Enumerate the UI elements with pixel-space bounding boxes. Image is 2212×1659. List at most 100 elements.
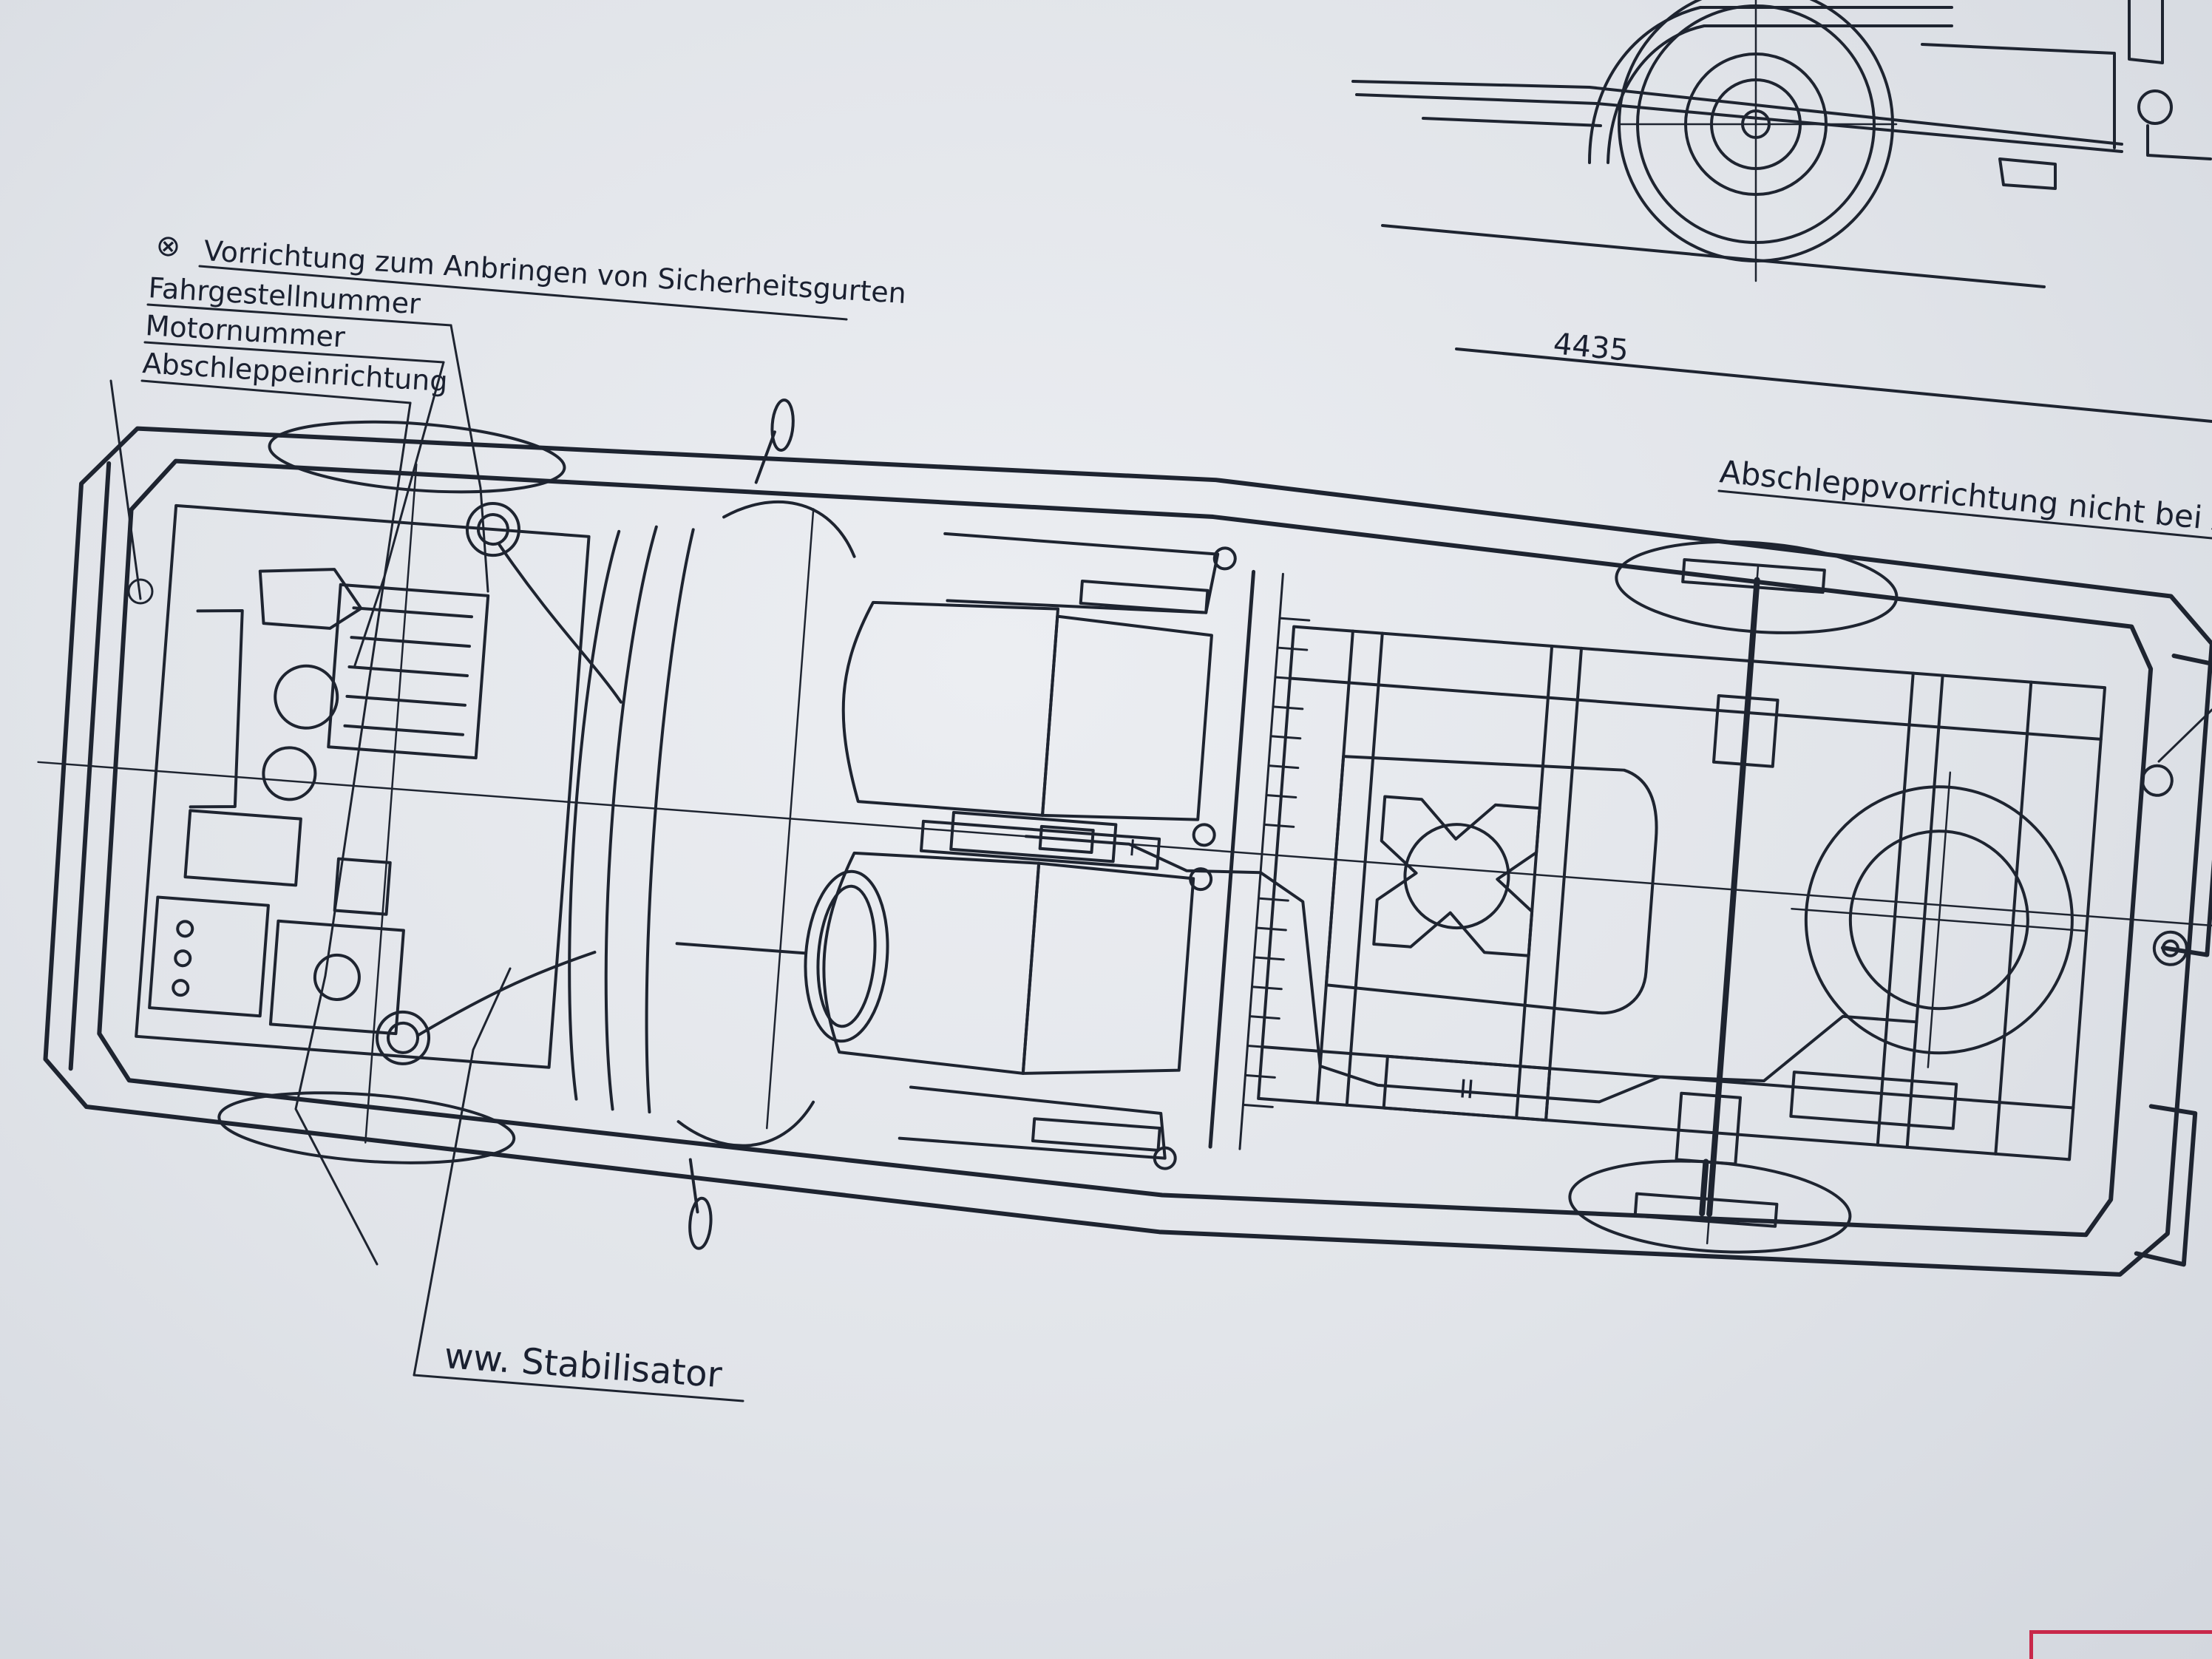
windshield-frame-right xyxy=(676,1100,815,1147)
stabilizer-bar-left xyxy=(498,543,622,704)
rear-left-spring xyxy=(1681,558,1826,594)
right-door-handle xyxy=(1031,1117,1161,1152)
frame-cross-2 xyxy=(1345,631,1384,1107)
callout-leaders xyxy=(109,265,848,1266)
tow-note-label: Abschleppvorrichtung nicht bei A xyxy=(1718,453,2212,539)
dimension-line xyxy=(1455,347,2212,423)
fuel-tank-sender xyxy=(1403,823,1510,930)
stabilizer-underline xyxy=(413,1374,744,1402)
rear-floor-outline xyxy=(1257,625,2107,1161)
windshield-frame-left xyxy=(722,500,856,558)
towing-device-leader-2 xyxy=(294,401,412,1266)
dashboard xyxy=(568,398,856,1250)
fuel-tank xyxy=(1324,755,1658,1015)
left-mirror xyxy=(770,398,795,452)
exhaust-pipe xyxy=(1024,835,1918,1104)
body-inner xyxy=(97,458,2154,1238)
engine-number-leader xyxy=(353,361,445,667)
muffler-mark-2: II xyxy=(1458,1074,1475,1105)
seatbelt-anchor-center-1 xyxy=(1192,823,1216,847)
side-view-exhaust xyxy=(1998,157,2057,190)
engine-fin-5 xyxy=(343,724,465,736)
rear-muffler xyxy=(1382,1054,1552,1122)
rear-bumper-lower xyxy=(2134,1104,2198,1267)
b-pillar-line xyxy=(1208,569,1256,1149)
right-door-panel xyxy=(898,1085,1167,1160)
battery-cell-1 xyxy=(176,920,194,938)
left-mirror-stalk xyxy=(754,430,776,484)
towing-device-underline xyxy=(140,379,412,404)
stabilizer-bar-right xyxy=(416,950,597,1037)
rear-chassis xyxy=(949,577,2188,1218)
steering-column xyxy=(675,942,808,955)
front-muffler-core xyxy=(1038,824,1095,854)
battery xyxy=(148,895,270,1018)
side-view-rear-panel xyxy=(1921,43,2116,149)
front-bumper xyxy=(68,461,112,1071)
frame-cross-4 xyxy=(1544,646,1584,1122)
steering-wheel-inner xyxy=(816,884,877,1028)
plan-view: I II xyxy=(37,398,2212,1277)
frame-cross-7 xyxy=(1994,680,2033,1156)
rear-axle-tube xyxy=(1706,577,1760,1218)
rear-seat-edge xyxy=(1238,572,1284,1150)
fuse-box-cap xyxy=(313,953,361,1001)
side-view-ground-line xyxy=(1381,224,2046,288)
side-view-body-line xyxy=(1351,80,2123,146)
corner-stamp xyxy=(2029,1630,2212,1659)
radiator-hose xyxy=(189,608,244,809)
rear-silencer xyxy=(1789,1071,1958,1130)
side-view-bumper xyxy=(2128,0,2164,64)
engine-block xyxy=(327,583,490,760)
left-door-handle xyxy=(1079,580,1210,614)
fuel-tank-ribs xyxy=(1372,795,1541,957)
gearbox xyxy=(183,809,302,887)
side-view-sill xyxy=(1422,117,1602,127)
seatbelt-anchor-left xyxy=(1212,546,1237,571)
engine-number-underline xyxy=(143,341,445,364)
seatbelt-anchor-right xyxy=(1153,1146,1177,1170)
front-tow-bolt xyxy=(127,578,154,605)
stabilizer-leader xyxy=(413,967,512,1377)
left-door-panel xyxy=(943,532,1220,614)
air-filter xyxy=(258,568,363,630)
side-view xyxy=(1351,0,2212,423)
right-mirror xyxy=(688,1196,713,1250)
dashboard-inner xyxy=(645,528,695,1114)
engine-filter xyxy=(262,746,317,801)
rear-axle-lower-stub xyxy=(1699,1158,1709,1217)
front-axle-axis xyxy=(364,463,418,1144)
engine-fin-1 xyxy=(352,606,473,619)
wheel-arches xyxy=(217,420,1899,1254)
rear-tow-bolt xyxy=(2140,764,2174,797)
left-seat-cushion xyxy=(841,600,1060,817)
rear-tow-eye xyxy=(2152,930,2188,966)
engine-fin-2 xyxy=(350,636,471,648)
mid-axis xyxy=(765,508,815,1130)
firewall xyxy=(568,529,621,1101)
rear-axle-mount-upper xyxy=(1711,693,1780,768)
stabilizer-label: ww. Stabilisator xyxy=(443,1335,723,1396)
rear-right-spring xyxy=(1633,1192,1779,1228)
front-left-strut xyxy=(465,502,520,557)
side-view-arch-inner xyxy=(1607,24,1953,164)
chassis-number-leader xyxy=(449,324,489,593)
interior xyxy=(675,532,1284,1170)
dashboard-edge xyxy=(604,525,658,1111)
fuse-box xyxy=(268,919,405,1036)
frame-cross-3 xyxy=(1515,644,1554,1120)
seatbelt-underline xyxy=(198,265,848,321)
body-outline xyxy=(43,426,2212,1277)
left-seat-back xyxy=(1041,614,1213,821)
rear-tow-eye-inner xyxy=(2161,939,2179,957)
spare-wheel-axis-v xyxy=(1927,771,1952,1068)
side-view-bracket xyxy=(2146,124,2212,160)
callout-labels: ⊗ Vorrichtung zum Anbringen von Sicherhe… xyxy=(141,228,907,398)
frame-cross-5 xyxy=(1876,671,1915,1147)
tow-note-underline xyxy=(1717,489,2212,540)
chassis-number-underline xyxy=(146,303,452,327)
towing-device-label: Abschleppeinrichtung xyxy=(141,347,448,398)
rear-bumper-upper xyxy=(2160,654,2212,957)
front-right-strut-inner xyxy=(387,1021,420,1054)
